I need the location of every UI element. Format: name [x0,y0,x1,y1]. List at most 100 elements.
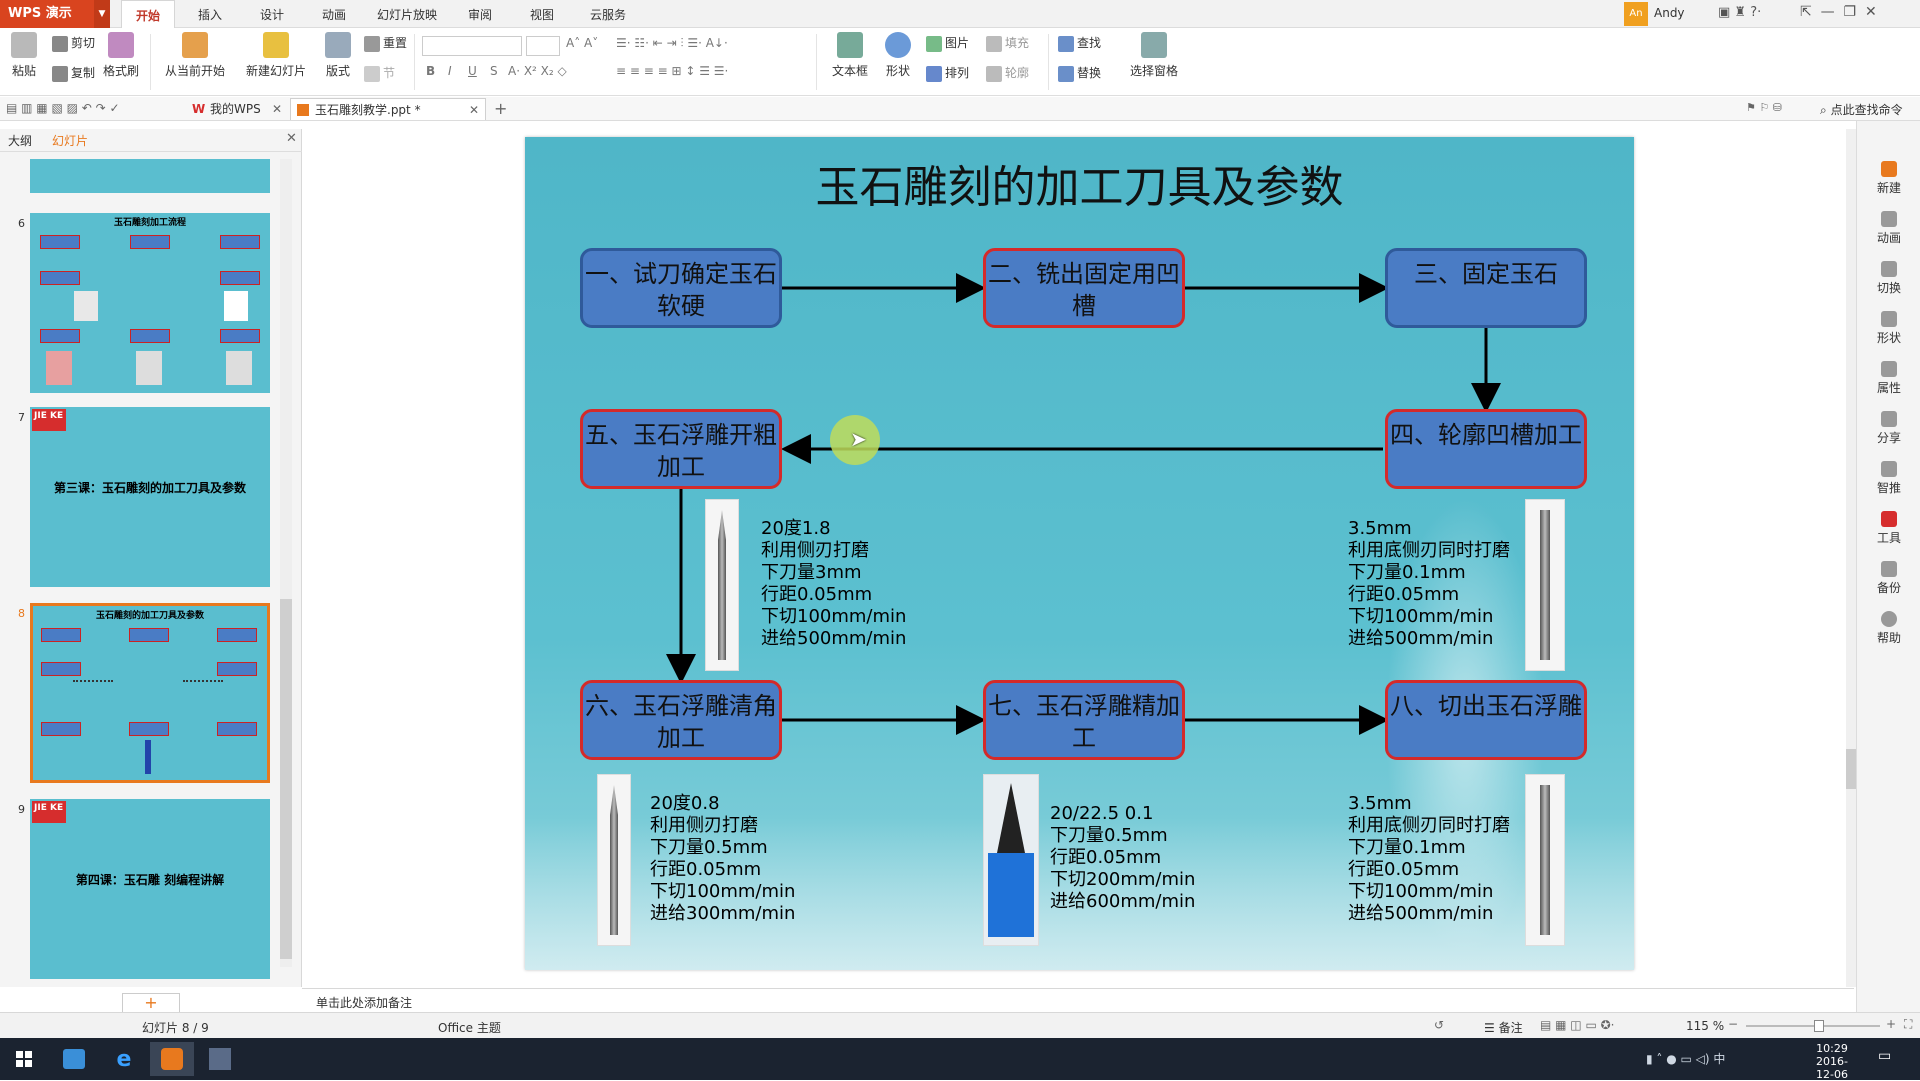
font-size-select[interactable] [526,36,560,56]
close-icon[interactable]: ✕ [286,131,297,146]
slide-scrollbar[interactable] [1846,129,1856,987]
toolbar-right-icons[interactable]: ⚑ ⚐ ⛁ [1746,101,1782,114]
find-button[interactable]: 查找 [1058,34,1101,52]
tab-my-wps[interactable]: 我的WPS✕W [186,98,286,120]
close-icon[interactable]: ✕ [271,102,282,116]
fit-window-icon[interactable]: ⛶ [1904,1017,1913,1031]
tab-insert[interactable]: 插入 [197,8,222,22]
notes-placeholder[interactable]: 单击此处添加备注 [316,996,413,1010]
window-tools-icon[interactable]: ▣ ♜ ?· [1718,5,1762,20]
chevron-down-icon[interactable]: ▼ [94,0,110,28]
side-tools-button[interactable]: 工具 [1857,511,1920,546]
engraving-bit-image[interactable] [1525,499,1565,671]
replace-button[interactable]: 替换 [1058,64,1101,82]
engraving-bit-image[interactable] [983,774,1039,946]
app-menu-button[interactable]: WPS 演示▼ [0,0,110,28]
wps-presentation-taskbar-icon[interactable] [150,1042,194,1076]
zoom-slider[interactable] [1746,1020,1880,1032]
tab-slideshow[interactable]: 幻灯片放映 [376,8,437,22]
side-new-button[interactable]: 新建 [1857,161,1920,196]
cut-button[interactable]: 剪切 [52,34,95,52]
slides-tab[interactable]: 幻灯片 [52,134,89,148]
window-controls[interactable]: ⇱ — ❐ ✕ [1800,4,1877,20]
new-slide-button[interactable]: 新建幻灯片 [238,28,314,79]
engraving-bit-image[interactable] [1525,774,1565,946]
system-tray-icons[interactable]: ▮ ˄ ● ▭ ◁) 中 [1646,1052,1726,1066]
fill-button[interactable]: 填充 [986,34,1029,52]
side-shape-button[interactable]: 形状 [1857,311,1920,346]
slide-thumb-7[interactable]: JIE KE 第三课：玉石雕刻的加工刀具及参数 [30,407,270,587]
font-color-button[interactable]: A· X² X₂ ◇ [508,64,567,78]
arrange-button[interactable]: 排列 [926,64,969,82]
avatar[interactable]: An [1624,2,1648,26]
align-buttons[interactable]: ≡ ≡ ≡ ≡ ⊞ ↕ ☰ ☰· [616,64,729,78]
outline-tab[interactable]: 大纲 [8,134,33,148]
engraving-bit-image[interactable] [597,774,631,946]
windows-start-icon[interactable] [2,1042,46,1076]
command-search[interactable]: ⌕ 点此查找命令 [1820,103,1903,117]
flow-step-6[interactable]: 六、玉石浮雕清角加工 [580,680,782,760]
view-buttons[interactable]: ▤ ▦ ◫ ▭ ✪· [1540,1018,1615,1032]
slide-thumb-9[interactable]: JIE KE 第四课：玉石雕 刻编程讲解 [30,799,270,979]
reset-button[interactable]: 重置 [364,34,407,52]
app-taskbar-icon[interactable] [198,1042,242,1076]
copy-button[interactable]: 复制 [52,64,95,82]
tab-cloud[interactable]: 云服务 [589,8,626,22]
zoom-in-button[interactable]: + [1886,1017,1897,1031]
store-icon[interactable] [52,1042,96,1076]
flow-step-7[interactable]: 七、玉石浮雕精加工 [983,680,1185,760]
engraving-bit-image[interactable] [705,499,739,671]
strike-button[interactable]: S [490,64,498,78]
ie-browser-icon[interactable]: e [116,1047,132,1072]
format-painter-button[interactable]: 格式刷 [100,28,142,79]
textbox-button[interactable]: 文本框 [826,28,874,79]
side-smart-button[interactable]: 智推 [1857,461,1920,496]
side-properties-button[interactable]: 属性 [1857,361,1920,396]
flow-step-4[interactable]: 四、轮廓凹槽加工 [1385,409,1587,489]
shape-button[interactable]: 形状 [878,28,918,79]
notes-toggle[interactable]: ☰ 备注 [1484,1021,1523,1035]
bold-button[interactable]: B [426,64,436,78]
side-backup-button[interactable]: 备份 [1857,561,1920,596]
side-transition-button[interactable]: 切换 [1857,261,1920,296]
user-name[interactable]: Andy [1654,6,1685,20]
slide-canvas[interactable]: 玉石雕刻的加工刀具及参数 一、试刀确定玉石软硬 二、铣出固定用凹槽 三、固定玉石… [525,137,1634,970]
from-current-button[interactable]: 从当前开始 [158,28,232,79]
font-name-select[interactable] [422,36,522,56]
slide-thumb-8[interactable]: 玉石雕刻的加工刀具及参数 [30,603,270,783]
flow-step-5[interactable]: 五、玉石浮雕开粗加工 [580,409,782,489]
tab-document[interactable]: 玉石雕刻教学.ppt *✕ [290,98,486,120]
picture-button[interactable]: 图片 [926,34,969,52]
theme-name[interactable]: Office 主题 [438,1021,501,1035]
paste-button[interactable]: 粘贴 [6,28,42,79]
section-button[interactable]: 节 [364,64,395,82]
layout-button[interactable]: 版式 [318,28,358,79]
tab-design[interactable]: 设计 [259,8,284,22]
side-share-button[interactable]: 分享 [1857,411,1920,446]
flow-step-3[interactable]: 三、固定玉石 [1385,248,1587,328]
list-buttons[interactable]: ☰· ☷· ⇤ ⇥ ⫶ ☰· A↓· [616,36,728,50]
notes-pane[interactable]: 单击此处添加备注 [302,988,1854,1012]
panel-scrollbar[interactable] [280,159,292,967]
new-tab-icon[interactable]: + [494,99,508,118]
side-help-button[interactable]: 帮助 [1857,611,1920,646]
tab-home[interactable]: 开始 [121,0,175,28]
tab-animation[interactable]: 动画 [321,8,346,22]
selection-pane-button[interactable]: 选择窗格 [1126,28,1182,79]
outline-button[interactable]: 轮廓 [986,64,1029,82]
add-slide-button[interactable]: + [122,993,180,1013]
tab-review[interactable]: 审阅 [467,8,492,22]
zoom-level[interactable]: 115 % [1686,1019,1725,1033]
tab-view[interactable]: 视图 [529,8,554,22]
history-icon[interactable]: ↺ [1434,1018,1445,1032]
side-animation-button[interactable]: 动画 [1857,211,1920,246]
slide-title[interactable]: 玉石雕刻的加工刀具及参数 [815,162,1344,213]
font-grow-button[interactable]: A˄ A˅ [566,36,599,50]
flow-step-8[interactable]: 八、切出玉石浮雕 [1385,680,1587,760]
